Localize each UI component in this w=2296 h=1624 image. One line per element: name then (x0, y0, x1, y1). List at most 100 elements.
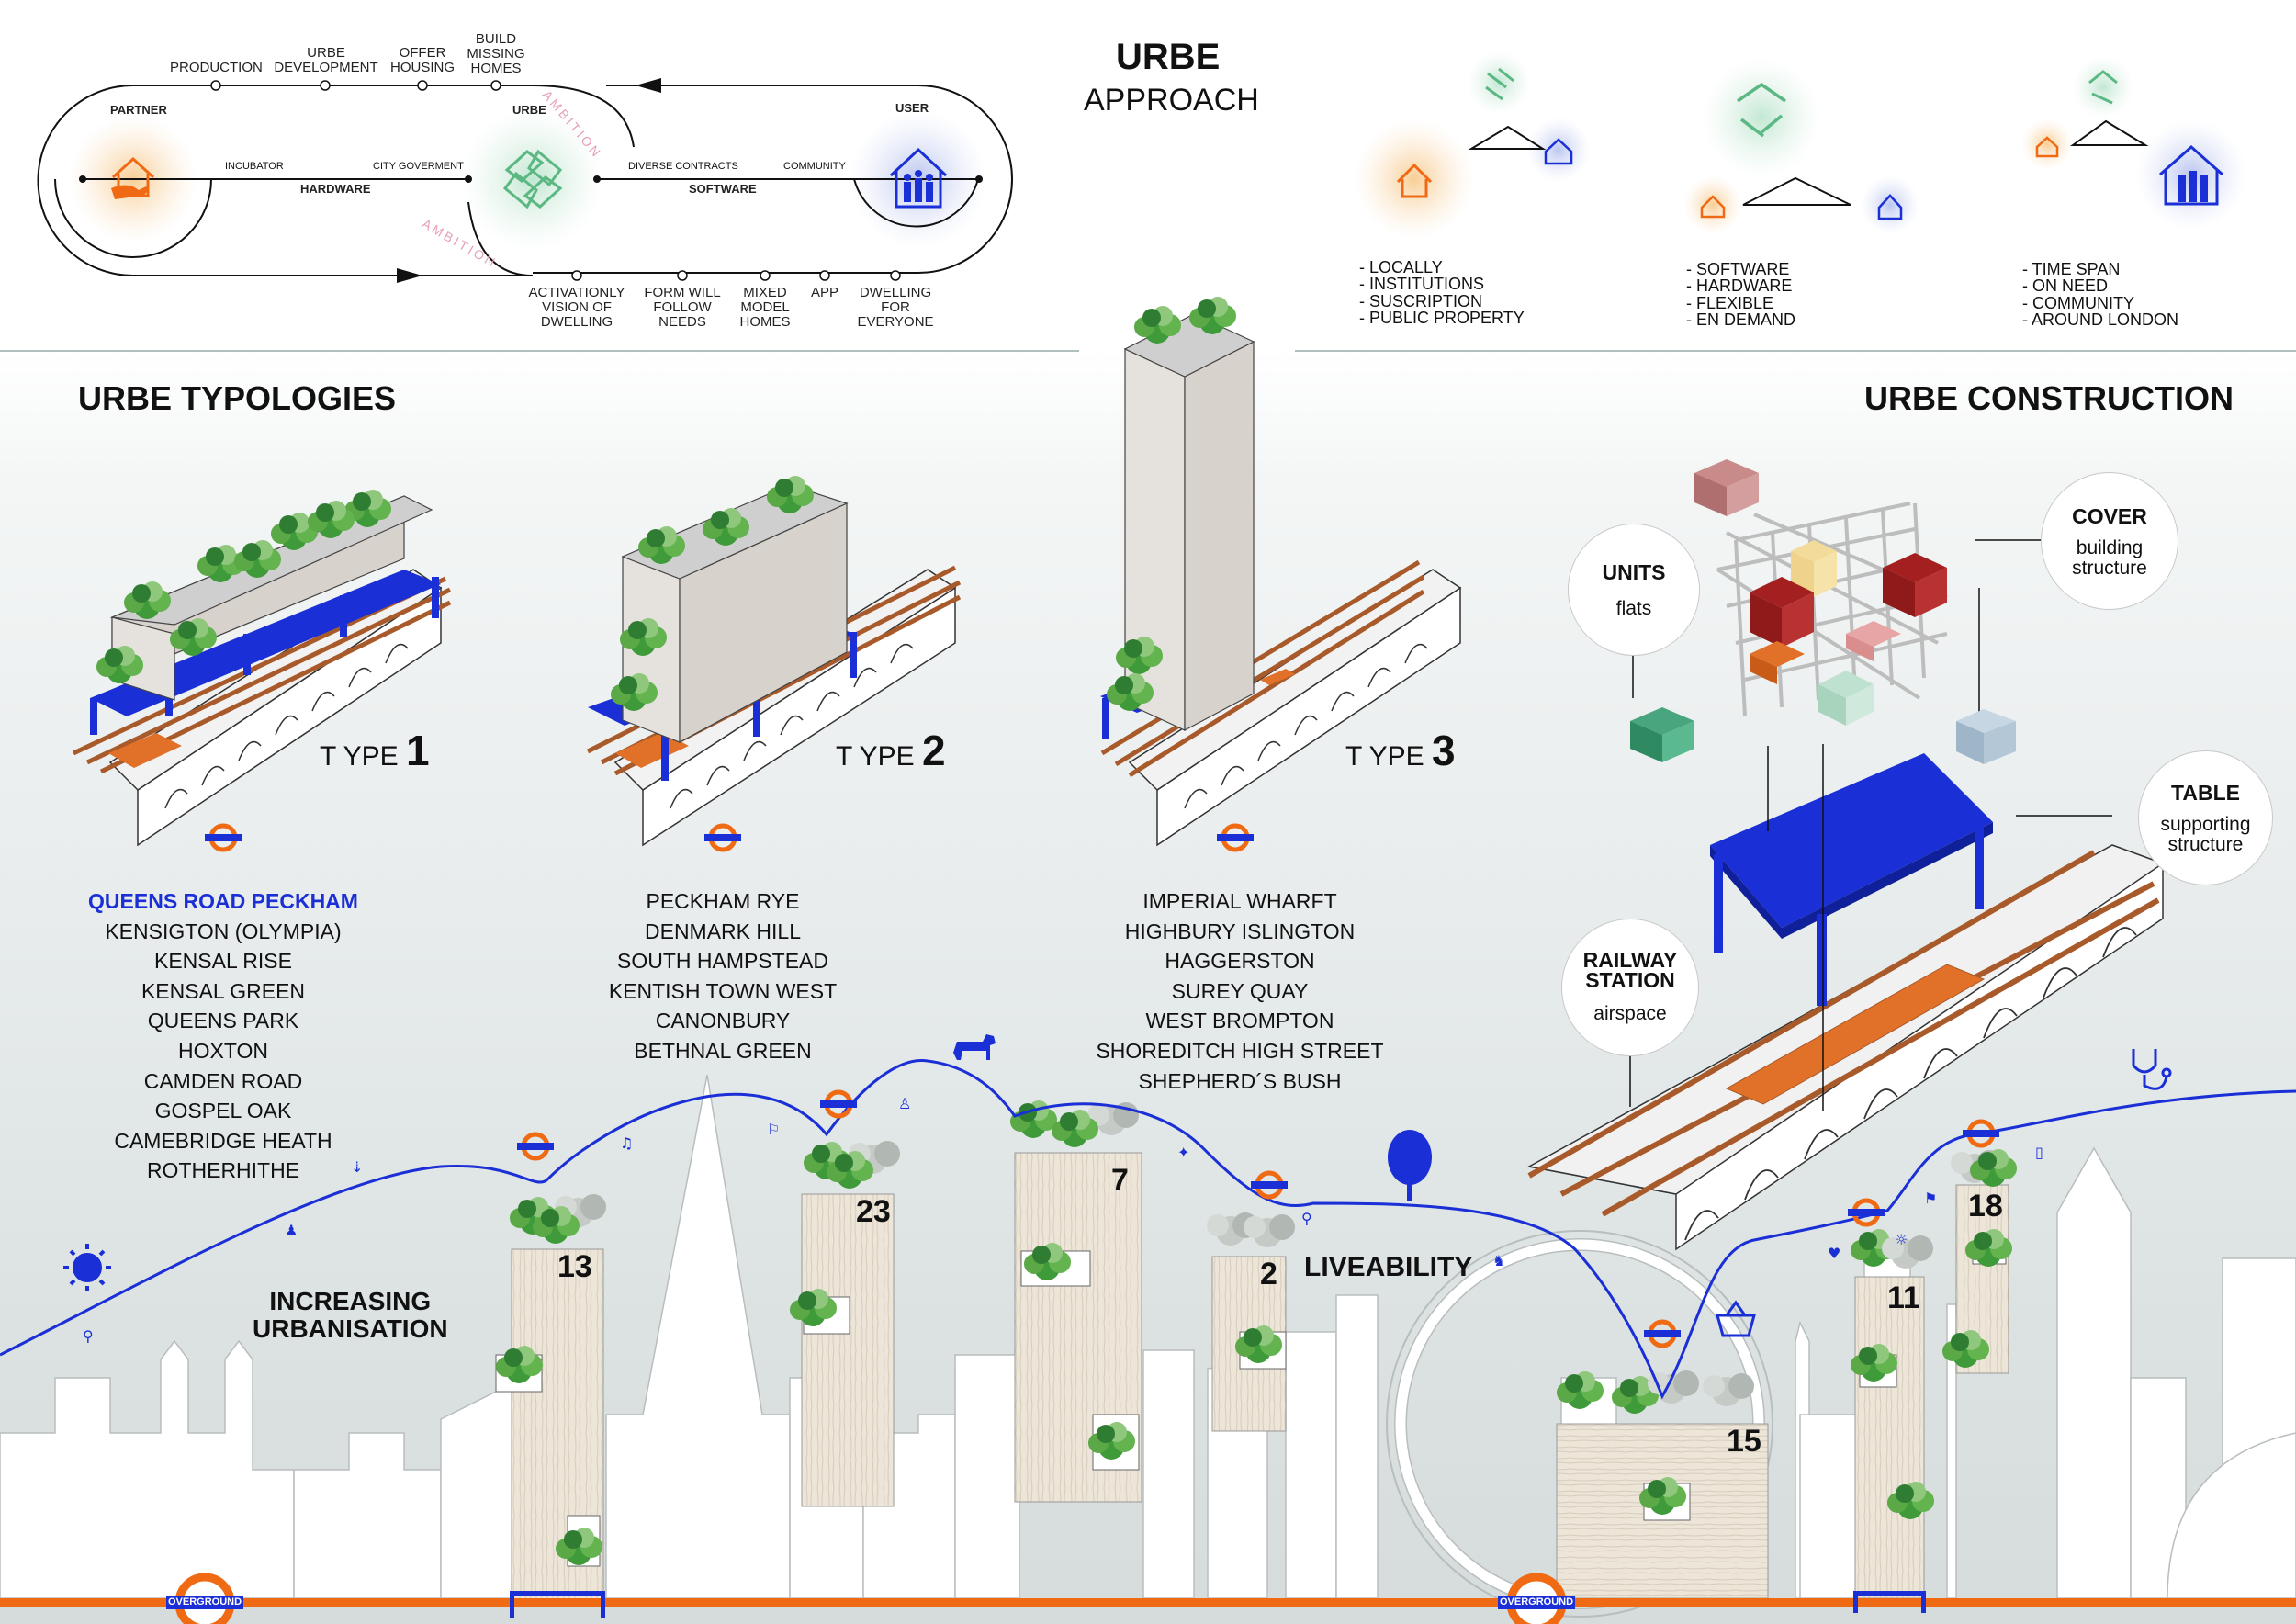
station-name: BETHNAL GREEN (634, 1038, 812, 1063)
type-2-illustration (586, 476, 962, 847)
station-name: IMPERIAL WHARFT (1142, 889, 1337, 913)
svg-text:♙: ♙ (898, 1095, 911, 1112)
type-3-illustration (1100, 297, 1462, 847)
type-3-label: T YPE 3 (1345, 727, 1456, 774)
tower-7 (1010, 1100, 1142, 1503)
tower-15-number: 15 (1727, 1424, 1761, 1459)
station-name: GOSPEL OAK (154, 1099, 292, 1123)
type-2-label: T YPE 2 (836, 727, 946, 774)
step-app: APP (810, 285, 838, 300)
urbe-logo-icon (502, 149, 563, 209)
approach-group-1-bullets: - LOCALLY - INSTITUTIONS - SUSCRIPTION -… (1359, 258, 1525, 328)
approach-group-2 (1683, 58, 1919, 234)
cover-bubble: COVER building structure (2041, 472, 2178, 610)
partner-house-icon (111, 156, 155, 199)
overground-badge-tower18 (1963, 1122, 1999, 1145)
incubator-label: INCUBATOR (225, 161, 284, 172)
typologies-title: URBE TYPOLOGIES (78, 379, 397, 417)
station-name: KENSAL GREEN (141, 978, 306, 1003)
station-name: PECKHAM RYE (646, 889, 800, 913)
software-label: SOFTWARE (689, 182, 757, 196)
overground-badge-tower13 (517, 1134, 554, 1158)
tower-23-number: 23 (856, 1194, 891, 1229)
tower-13-base (510, 1591, 605, 1618)
liveability-label: LIVEABILITY (1304, 1252, 1473, 1282)
approach-title: URBE (1116, 37, 1221, 77)
overground-badge-tower11 (1848, 1201, 1885, 1224)
svg-text:⇣: ⇣ (351, 1158, 363, 1176)
approach-loop (37, 78, 1013, 283)
city-government-label: CITY GOVERMENT (373, 161, 464, 172)
units-bubble: UNITS flats (1568, 524, 1700, 656)
overground-badge-tower23 (820, 1092, 857, 1116)
tower-2-number: 2 (1260, 1257, 1277, 1291)
dog-icon (953, 1034, 996, 1060)
station-name: CAMDEN ROAD (143, 1068, 303, 1093)
type-1-illustration (72, 490, 452, 847)
svg-text:⚲: ⚲ (83, 1327, 94, 1345)
station-name: HOXTON (178, 1038, 268, 1063)
station-name: CAMEBRIDGE HEATH (114, 1128, 332, 1153)
approach-group-1 (1355, 51, 1591, 239)
railway-station-bubble: RAILWAY STATION airspace (1561, 919, 1699, 1056)
station-name: KENSAL RISE (154, 949, 292, 974)
stethoscope-icon (2132, 1049, 2172, 1090)
user-community-icon (889, 147, 948, 209)
svg-text:♞: ♞ (1492, 1252, 1505, 1269)
svg-text:♟: ♟ (285, 1222, 298, 1239)
tower-7-number: 7 (1111, 1163, 1129, 1198)
station-name: SOUTH HAMPSTEAD (616, 949, 829, 974)
diverse-contracts-label: DIVERSE CONTRACTS (628, 161, 738, 172)
user-label: USER (895, 101, 929, 115)
type-1-station-list: QUEENS ROAD PECKHAM KENSIGTON (OLYMPIA) KE… (58, 886, 388, 1186)
svg-text:▯: ▯ (2035, 1144, 2043, 1161)
increasing-urbanisation-label: INCREASING URBANISATION (253, 1287, 448, 1343)
station-name: ROTHERHITHE (146, 1158, 300, 1183)
overground-badge-tower15 (1644, 1322, 1681, 1346)
svg-text:✦: ✦ (1177, 1144, 1189, 1161)
station-name: HAGGERSTON (1165, 949, 1315, 974)
station-name: SUREY QUAY (1171, 978, 1309, 1003)
type-1-label: T YPE 1 (320, 727, 430, 774)
station-name: SHEPHERD´S BUSH (1138, 1068, 1342, 1093)
basket-icon (1716, 1300, 1756, 1337)
svg-text:⚲: ⚲ (1301, 1210, 1312, 1227)
overground-line (0, 1598, 2296, 1607)
overground-label-right: OVERGROUND (1499, 1596, 1574, 1607)
partner-label: PARTNER (110, 103, 167, 117)
construction-title: URBE CONSTRUCTION (1864, 379, 2234, 417)
station-name: QUEENS ROAD PECKHAM (88, 889, 358, 913)
step-offer-housing: OFFER HOUSING (389, 45, 455, 75)
tower-18 (1942, 1149, 2017, 1374)
overground-roundel-bottom-left (166, 1573, 243, 1624)
svg-text:♥: ♥ (1828, 1245, 1840, 1262)
svg-text:⚑: ⚑ (1924, 1190, 1937, 1207)
station-name: DENMARK HILL (645, 919, 801, 943)
construction-diagram (1526, 459, 2165, 1251)
step-dwelling-for-everyone: DWELLING FOR EVERYONE (857, 285, 934, 330)
station-name: SHOREDITCH HIGH STREET (1096, 1038, 1384, 1063)
station-name: KENSIGTON (OLYMPIA) (105, 919, 342, 943)
svg-text:☼: ☼ (1895, 1231, 1908, 1248)
overground-badge-type1 (205, 826, 242, 850)
approach-group-2-bullets: - SOFTWARE - HARDWARE - FLEXIBLE - EN DE… (1686, 260, 1796, 330)
tower-13 (495, 1194, 606, 1602)
station-name: QUEENS PARK (147, 1009, 299, 1033)
station-name: HIGHBURY ISLINGTON (1124, 919, 1356, 943)
station-name: WEST BROMPTON (1145, 1009, 1334, 1033)
approach-group-3 (2021, 56, 2246, 230)
station-name: CANONBURY (655, 1009, 791, 1033)
overground-label-left: OVERGROUND (167, 1596, 242, 1607)
step-build-missing-homes: BUILD MISSING HOMES (467, 31, 525, 76)
approach-group-3-bullets: - TIME SPAN - ON NEED - COMMUNITY - AROU… (2022, 260, 2179, 330)
urbe-loop-label: URBE (512, 103, 546, 117)
step-urbe-development: URBE DEVELOPMENT (274, 45, 378, 75)
step-form-follow-needs: FORM WILL FOLLOW NEEDS (644, 285, 721, 330)
hardware-label: HARDWARE (300, 182, 371, 196)
tower-11-base (1853, 1591, 1926, 1613)
tower-23 (790, 1141, 900, 1507)
overground-badge-type2 (704, 826, 741, 850)
